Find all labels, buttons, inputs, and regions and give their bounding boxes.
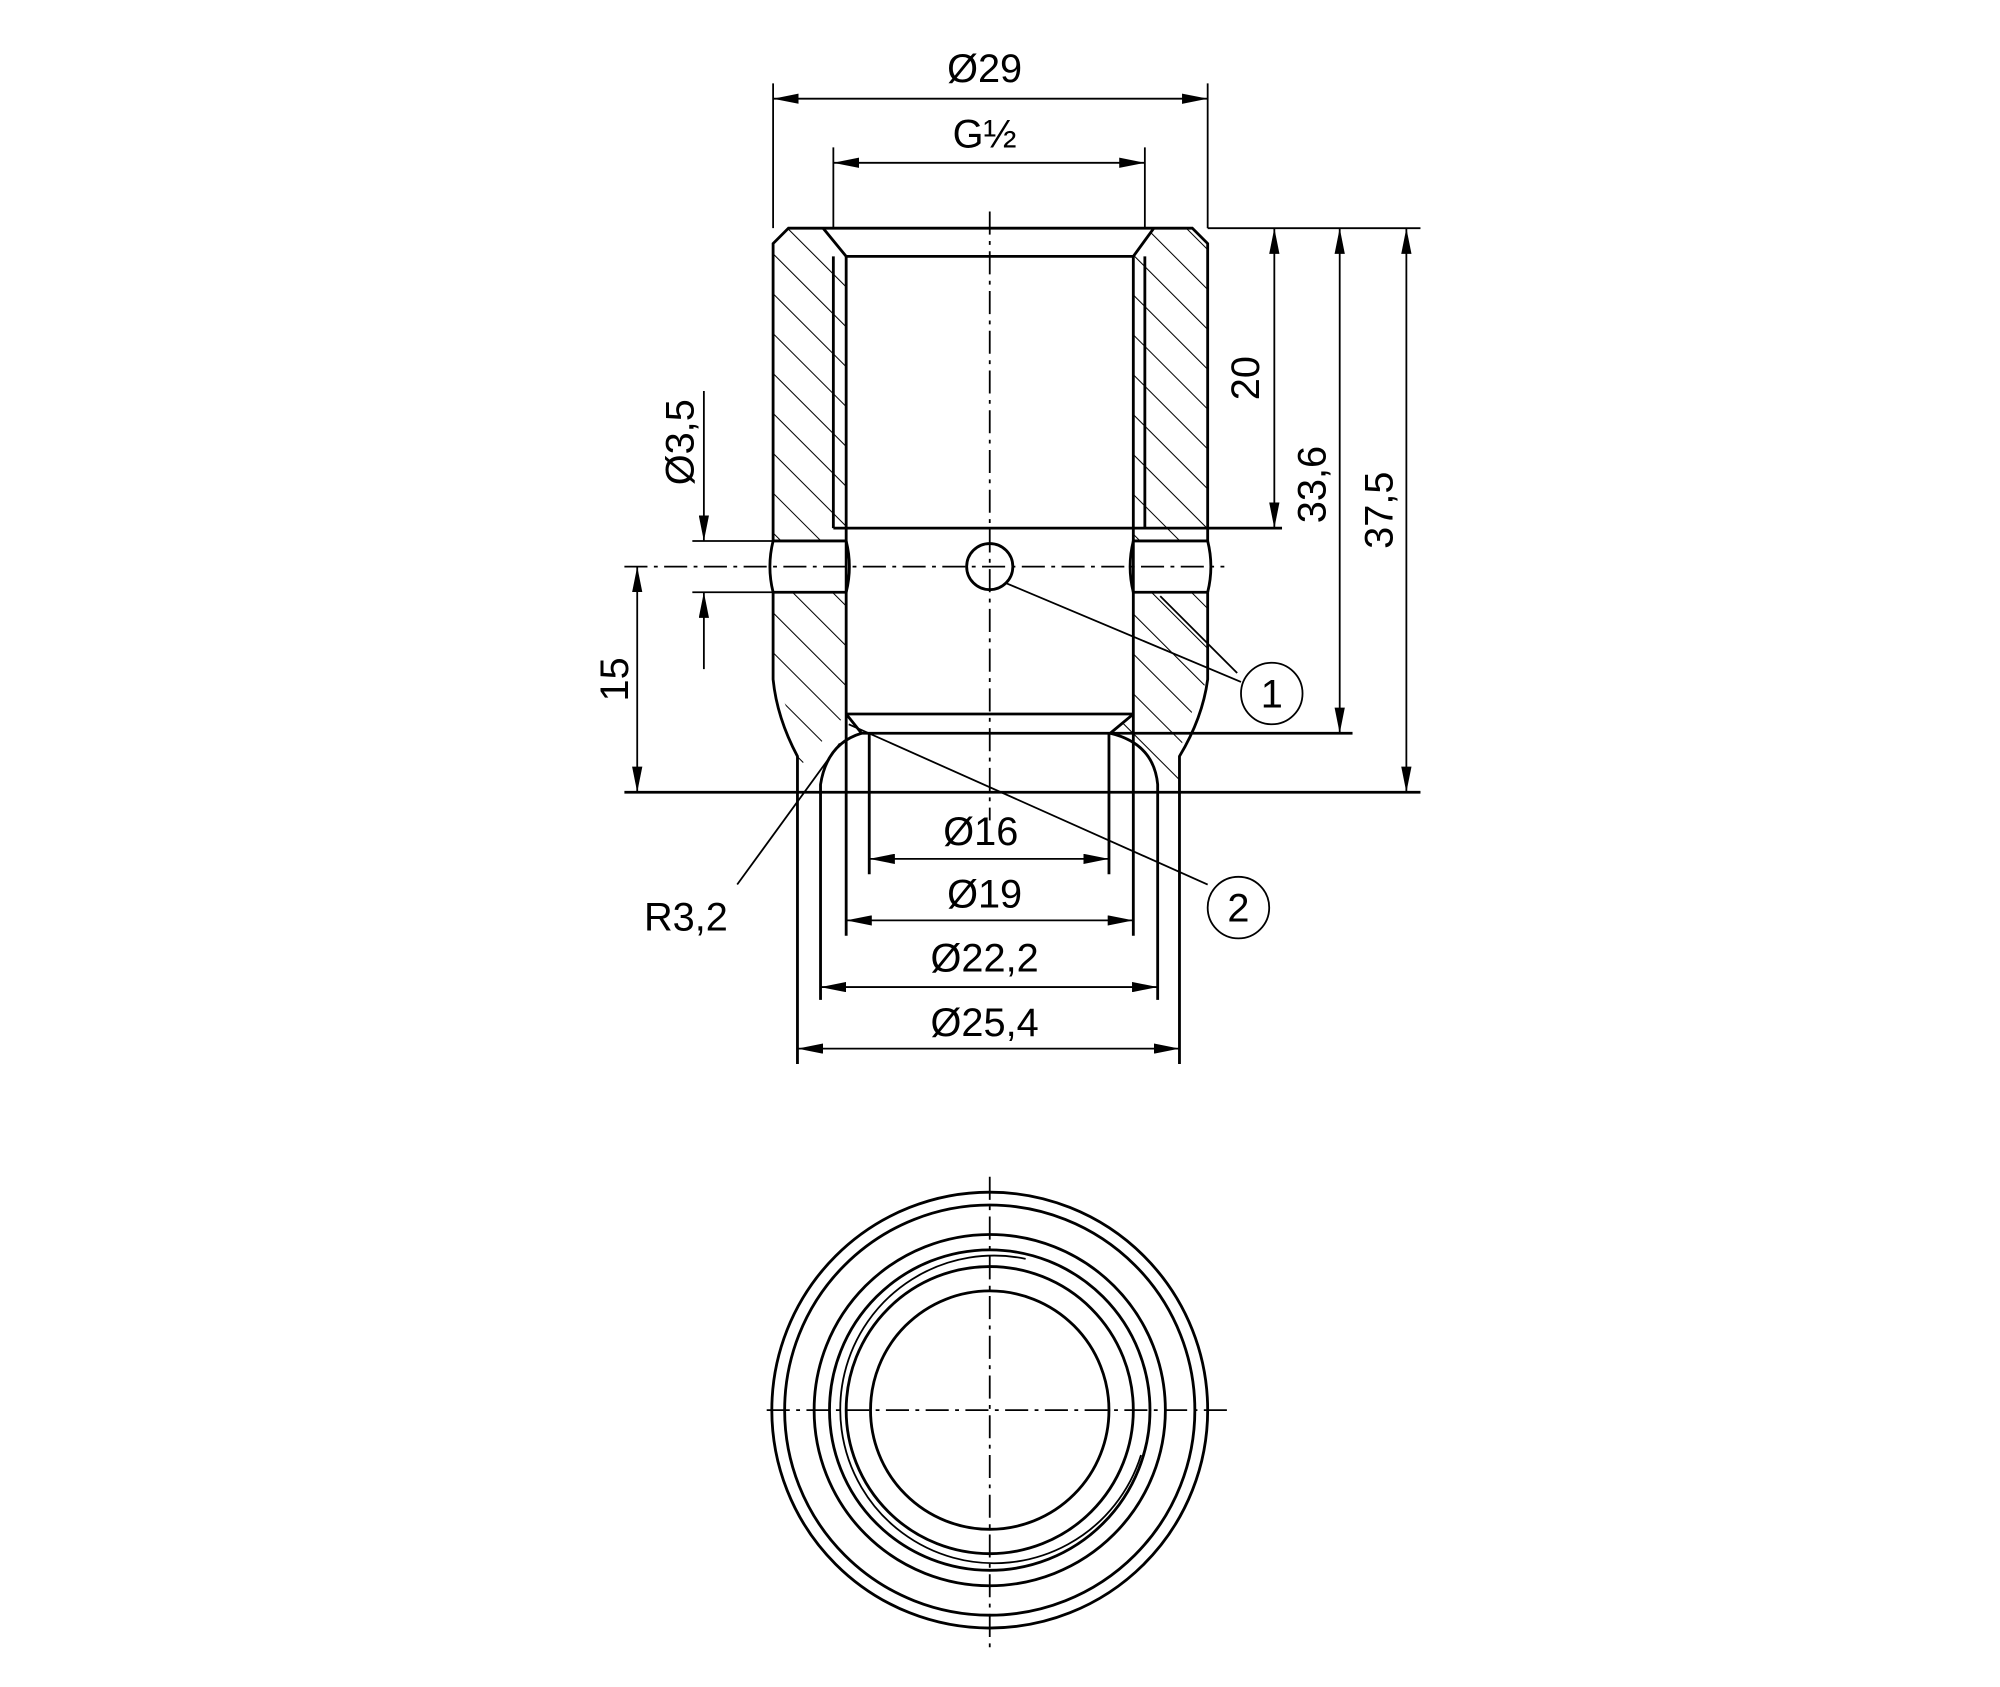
callout-1: 1 [1261, 673, 1283, 717]
left-wall-upper-hatch [773, 228, 847, 541]
section-view [624, 211, 1421, 1064]
left-wall-lower-hatch [773, 592, 847, 770]
dim-hole-height: 15 [593, 657, 637, 701]
dim-depth-to-step: 33,6 [1291, 446, 1335, 523]
dim-radius: R3,2 [644, 896, 728, 940]
callout-1-circle [1240, 661, 1304, 726]
dim-d16: Ø16 [943, 810, 1018, 854]
dim-d22: Ø22,2 [931, 937, 1039, 981]
bottom-view [766, 1176, 1229, 1648]
dim-d25: Ø25,4 [931, 1001, 1039, 1045]
dim-d19: Ø19 [947, 873, 1022, 917]
dim-outer-diameter: Ø29 [947, 47, 1022, 91]
dimensions [632, 83, 1421, 1054]
dim-thread-depth: 20 [1224, 356, 1268, 400]
callout-2-circle [1206, 875, 1271, 940]
dim-thread: G½ [953, 112, 1017, 156]
callout-2: 2 [1227, 887, 1249, 931]
dim-hole-diameter: Ø3,5 [659, 399, 703, 485]
dim-total-length: 37,5 [1357, 472, 1401, 549]
right-wall-upper-hatch [1133, 228, 1208, 541]
right-wall-lower-hatch [1110, 592, 1208, 793]
